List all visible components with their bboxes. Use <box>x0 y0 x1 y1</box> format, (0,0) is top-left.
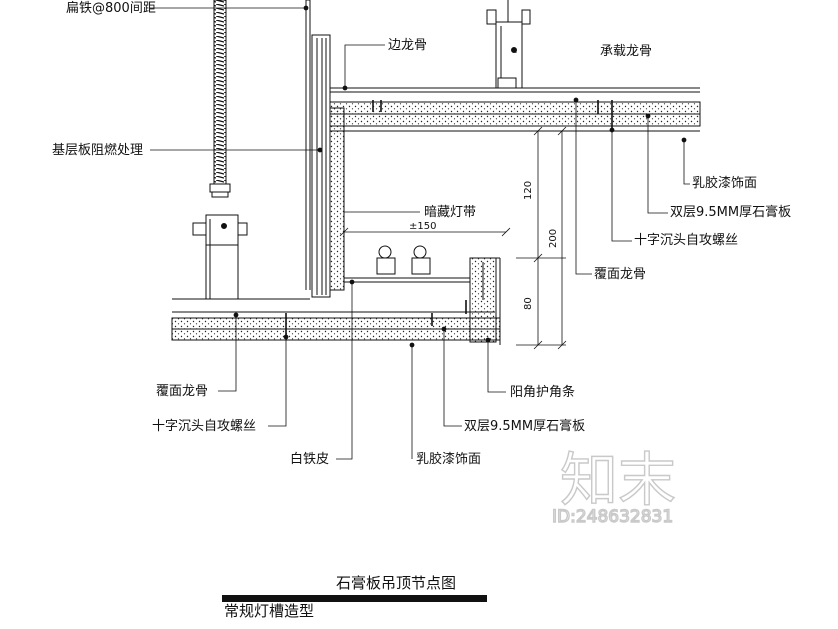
dimensions <box>339 126 567 350</box>
threaded-rod-left <box>213 0 227 187</box>
dim-150: ±150 <box>409 221 436 232</box>
label-double-gypsum-top: 双层9.5MM厚石膏板 <box>670 204 791 220</box>
label-cover-keel-left: 覆面龙骨 <box>156 384 208 399</box>
label-flat-iron: 扁铁@800间距 <box>66 1 156 16</box>
label-edge-keel: 边龙骨 <box>388 38 427 53</box>
leader-lines <box>150 5 690 460</box>
label-base-board: 基层板阻燃处理 <box>52 142 143 158</box>
drawing-subtitle: 常规灯槽造型 <box>224 602 314 620</box>
label-corner-bead: 阳角护角条 <box>510 384 575 400</box>
label-hidden-light: 暗藏灯带 <box>424 205 476 220</box>
label-screw-top: 十字沉头自攻螺丝 <box>634 233 738 248</box>
lamp-1 <box>376 245 396 275</box>
lamp-2 <box>411 245 431 275</box>
label-screw-left: 十字沉头自攻螺丝 <box>152 419 256 434</box>
structure <box>171 0 701 345</box>
label-white-iron: 白铁皮 <box>290 451 329 467</box>
title-underline-bar <box>222 595 487 602</box>
watermark-id: ID:248632831 <box>552 507 673 527</box>
label-latex-paint-top: 乳胶漆饰面 <box>692 175 757 191</box>
label-double-gypsum-bottom: 双层9.5MM厚石膏板 <box>464 418 585 434</box>
edge-keel-column <box>311 34 331 298</box>
watermark-logo: 知末 <box>560 446 676 514</box>
vertical-gypsum <box>329 107 345 291</box>
label-bearing-keel: 承载龙骨 <box>600 44 652 59</box>
label-cover-keel-right: 覆面龙骨 <box>594 267 646 282</box>
dim-80: 80 <box>523 297 534 310</box>
rod-nut-left <box>209 183 231 193</box>
screws <box>285 100 613 337</box>
top-bearing-keel <box>495 21 523 89</box>
drawing-title: 石膏板吊顶节点图 <box>336 574 456 592</box>
label-latex-paint-bottom: 乳胶漆饰面 <box>416 451 481 467</box>
dim-200: 200 <box>548 229 559 248</box>
dim-120: 120 <box>523 181 534 200</box>
rod-nut-left-2 <box>211 191 229 198</box>
